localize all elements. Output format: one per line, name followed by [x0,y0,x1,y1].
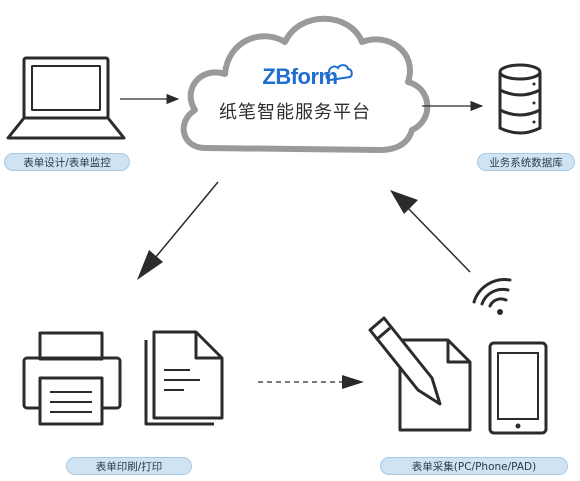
cloud-shape [180,15,431,153]
platform-brand: ZBform [262,64,338,89]
arrow-cloud-to-print [137,181,219,280]
laptop-icon [6,56,126,140]
wifi-icon [472,278,512,315]
printer-icon [22,331,122,426]
cloud-logo-icon [325,64,353,82]
document-icon [144,330,224,426]
database-label: 业务系统数据库 [477,153,575,171]
platform-title: 纸笔智能服务平台 [219,102,371,123]
print-label: 表单印刷/打印 [66,457,192,475]
pen-paper-icon [368,316,472,432]
tablet-icon [488,341,548,435]
arrow-print-to-collect [258,375,364,389]
database-icon [498,63,542,135]
collect-label: 表单采集(PC/Phone/PAD) [380,457,568,475]
design-label: 表单设计/表单监控 [4,153,130,171]
arrow-collect-to-cloud [390,190,471,273]
